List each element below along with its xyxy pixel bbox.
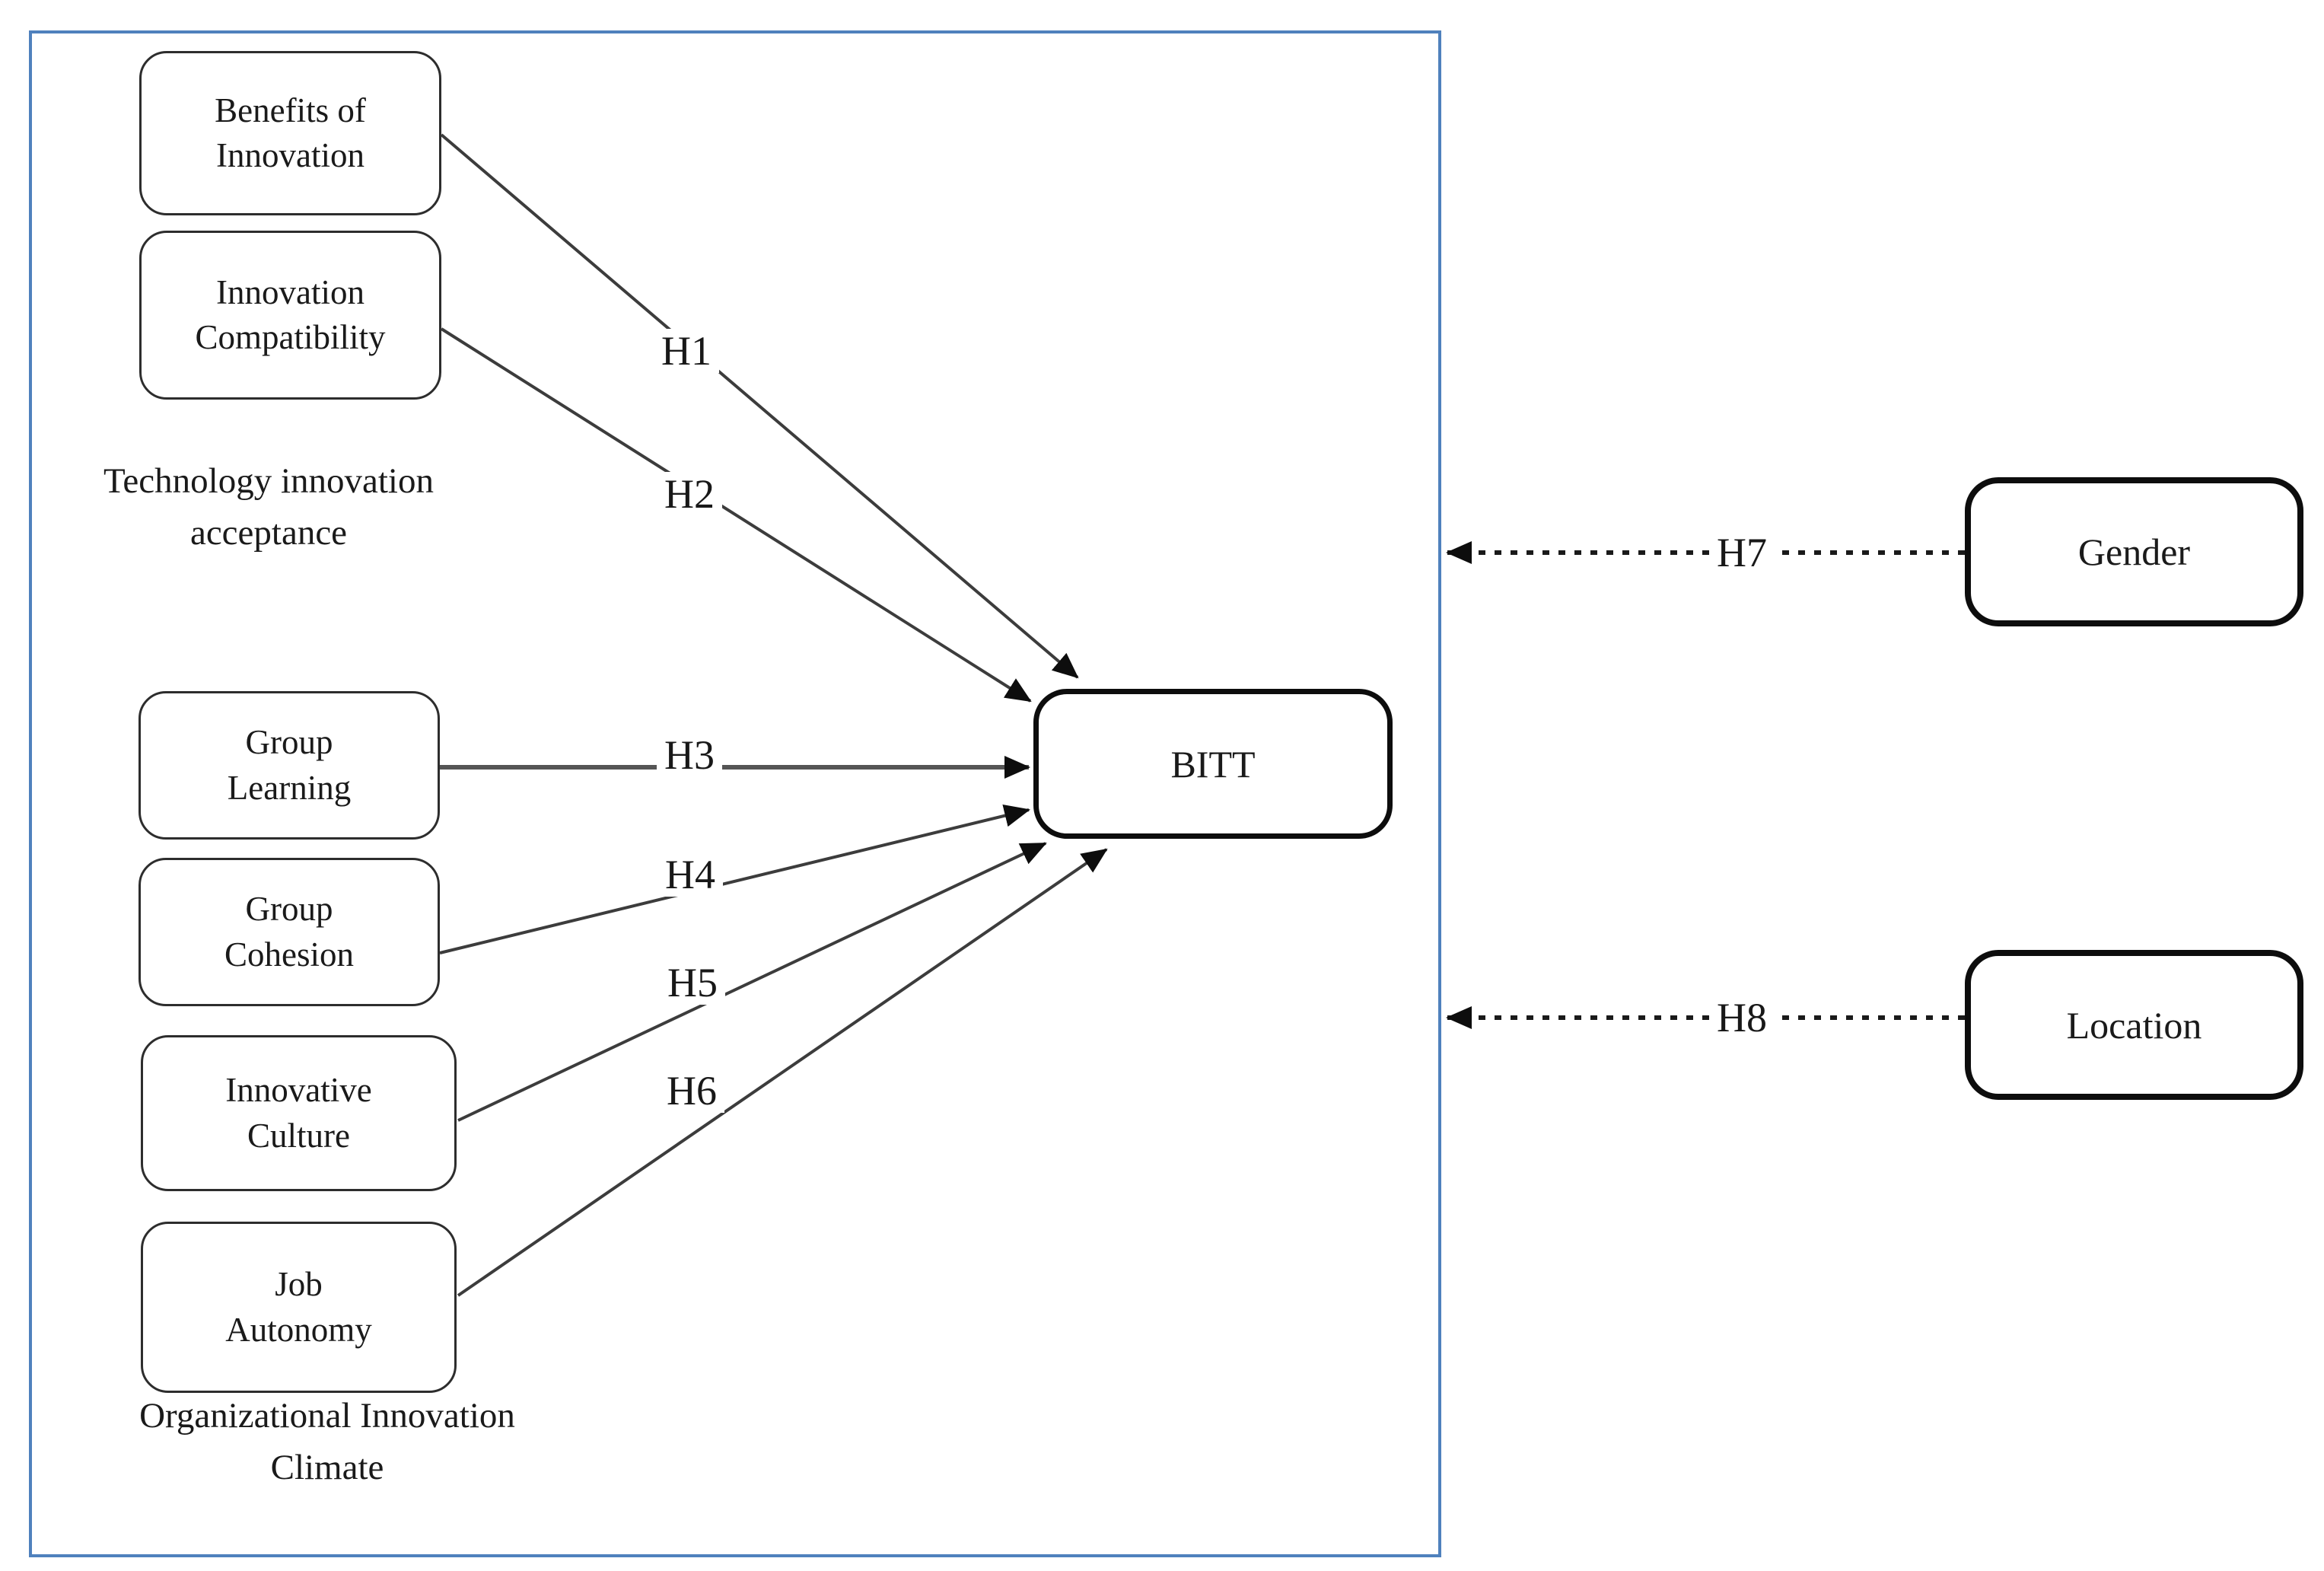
group-cohesion-label-line1: Group [245,890,333,929]
h4-label: H4 [657,852,723,897]
h2-label: H2 [657,472,722,516]
h4-arrow-line [439,804,1030,954]
technology-label-line1: Technology innovation [103,461,434,501]
job-autonomy-box: Job Autonomy [141,1222,457,1393]
group-learning-box: Group Learning [138,691,440,840]
technology-innovation-acceptance-label: Technology innovation acceptance [90,455,447,559]
h6-label: H6 [659,1069,724,1113]
bitt-label: BITT [1170,742,1256,786]
h5-arrow-line [457,842,1047,1122]
h7-label: H7 [1709,531,1775,575]
benefits-of-innovation-box: Benefits of Innovation [139,51,441,215]
innovative-culture-label-line1: Innovative [225,1071,372,1110]
innovation-compatibility-box: Innovation Compatibility [139,231,441,400]
bitt-box: BITT [1033,689,1393,839]
gender-box: Gender [1965,477,2303,626]
gender-label: Gender [2077,531,2191,573]
benefits-of-innovation-label-line2: Innovation [216,136,365,174]
location-box: Location [1965,950,2303,1100]
organizational-label-line1: Organizational Innovation [139,1396,515,1436]
h1-label: H1 [654,329,719,373]
job-autonomy-label-line2: Autonomy [225,1310,372,1349]
organizational-innovation-climate-label: Organizational Innovation Climate [91,1390,563,1493]
group-learning-label-line2: Learning [227,768,352,807]
group-cohesion-label-line2: Cohesion [224,935,354,974]
innovative-culture-box: Innovative Culture [141,1035,457,1191]
job-autonomy-label-line1: Job [275,1265,323,1304]
group-learning-label-line1: Group [245,723,333,762]
h6-arrow-line [457,848,1108,1297]
benefits-of-innovation-label-line1: Benefits of [215,91,366,129]
h8-label: H8 [1709,996,1775,1040]
organizational-label-line2: Climate [270,1448,384,1488]
innovation-compatibility-label-line1: Innovation [216,272,365,311]
h1-arrow-line [440,133,1079,679]
h5-label: H5 [660,961,725,1005]
group-cohesion-box: Group Cohesion [138,858,440,1006]
location-label: Location [2066,1003,2202,1047]
innovative-culture-label-line2: Culture [247,1116,350,1155]
h3-label: H3 [657,733,722,777]
innovation-compatibility-label-line2: Compatibility [195,318,386,356]
h2-arrow-line [440,327,1032,703]
technology-label-line2: acceptance [189,513,348,553]
